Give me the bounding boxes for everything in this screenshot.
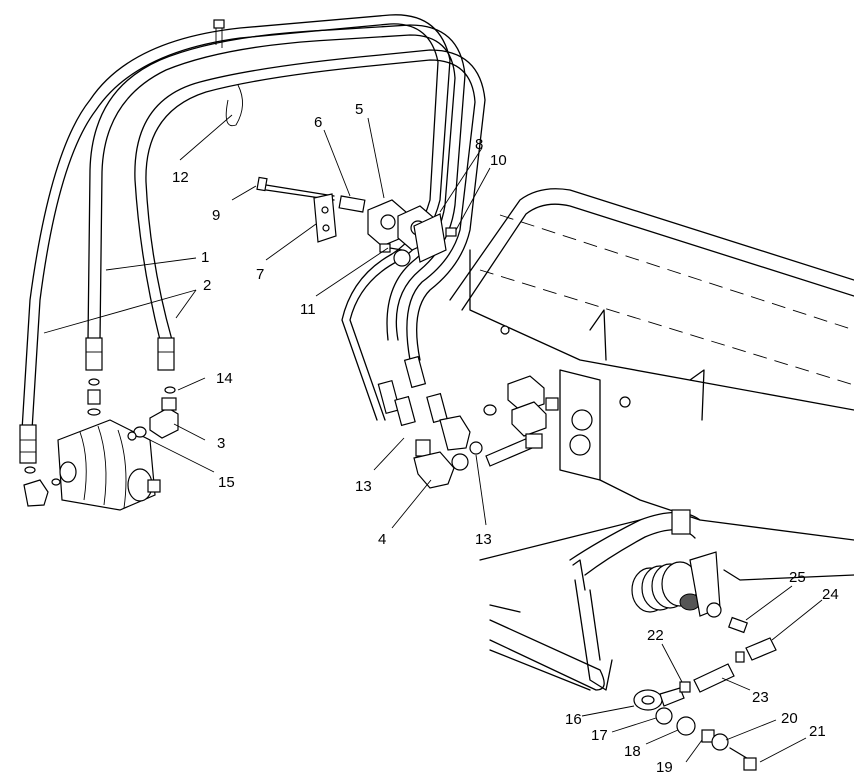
- callout-1: 1: [201, 249, 209, 266]
- callout-12: 12: [172, 169, 189, 186]
- callout-7: 7: [256, 266, 264, 283]
- callout-13-left: 13: [355, 478, 372, 495]
- callout-4: 4: [378, 531, 386, 548]
- callout-9: 9: [212, 207, 220, 224]
- pivot-hardware: [633, 616, 777, 771]
- callout-18: 18: [624, 743, 641, 760]
- callout-16: 16: [565, 711, 582, 728]
- machine-frame: [449, 188, 854, 691]
- callout-24: 24: [822, 586, 839, 603]
- leader-lines: [43, 114, 823, 763]
- callout-19: 19: [656, 759, 673, 776]
- hose-fittings-center: [377, 355, 559, 489]
- callout-22: 22: [647, 627, 664, 644]
- callout-13-right: 13: [475, 531, 492, 548]
- callout-6: 6: [314, 114, 322, 131]
- callout-11: 11: [300, 301, 316, 318]
- hose-fittings-left: [19, 337, 176, 474]
- callout-25: 25: [789, 569, 806, 586]
- callout-2: 2: [203, 277, 211, 294]
- callout-23: 23: [752, 689, 769, 706]
- callout-15: 15: [218, 474, 235, 491]
- callout-20: 20: [781, 710, 798, 727]
- callout-3: 3: [217, 435, 225, 452]
- callout-8: 8: [475, 136, 483, 153]
- bulkhead-bracket: [256, 176, 457, 267]
- callout-17: 17: [591, 727, 608, 744]
- callout-14: 14: [216, 370, 233, 387]
- callout-21: 21: [809, 723, 826, 740]
- callout-10: 10: [490, 152, 507, 169]
- spring-assembly: [631, 551, 854, 618]
- callouts: 1 2 3 4 5 6 7 8 9 10 11 12 13 13 14 15 1…: [172, 101, 839, 776]
- callout-5: 5: [355, 101, 363, 118]
- hydraulic-pump: [23, 397, 179, 511]
